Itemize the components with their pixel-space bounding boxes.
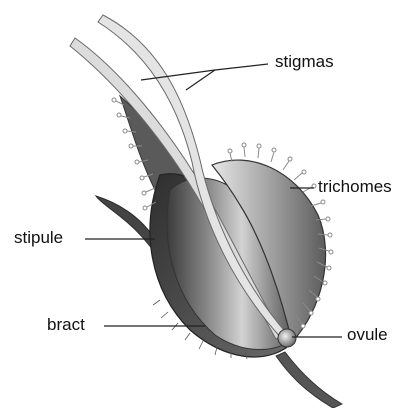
- leader-stigmas-c: [215, 64, 268, 70]
- label-trichomes: trichomes: [318, 177, 392, 197]
- stem: [276, 352, 342, 408]
- label-stipule: stipule: [14, 228, 63, 248]
- label-bract: bract: [47, 315, 85, 335]
- label-stigmas: stigmas: [275, 52, 334, 72]
- ovule-shape: [278, 329, 296, 347]
- label-ovule: ovule: [347, 325, 388, 345]
